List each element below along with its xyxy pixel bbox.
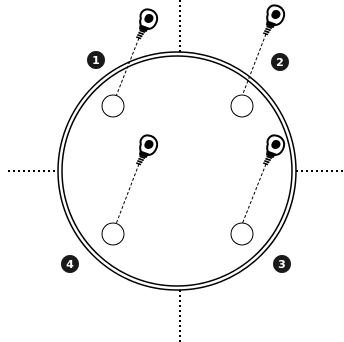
leader-line-4: [113, 164, 139, 232]
thumbscrew-icon: [260, 133, 287, 168]
mounting-hole-icon: [102, 95, 124, 117]
badge-label-4: 4: [66, 258, 74, 271]
mounting-hole-icon: [231, 223, 253, 245]
mounting-holes: [102, 95, 253, 245]
thumbscrew-icon: [133, 133, 160, 168]
badge-label-3: 3: [278, 258, 286, 271]
mounting-hole-icon: [231, 95, 253, 117]
leader-line-3: [239, 164, 266, 232]
leader-line-1: [113, 38, 139, 104]
badge-label-2: 2: [276, 56, 284, 69]
step-number-badge-4: 4: [61, 255, 79, 273]
step-number-badge-2: 2: [271, 53, 289, 71]
thumbscrew-icon: [260, 3, 287, 38]
mounting-hole-icon: [102, 223, 124, 245]
screws: [133, 3, 287, 168]
step-number-badge-1: 1: [87, 51, 105, 69]
step-number-badge-3: 3: [273, 255, 291, 273]
badge-label-1: 1: [92, 54, 100, 67]
round-plate: [58, 52, 296, 290]
thumbscrew-icon: [133, 7, 160, 42]
